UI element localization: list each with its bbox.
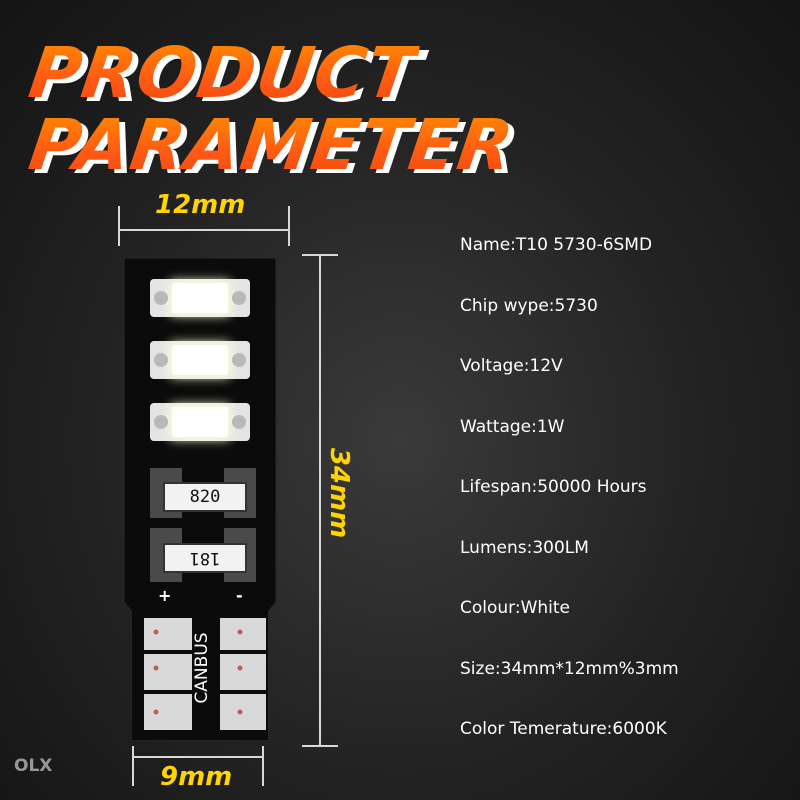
led-3-dot-left <box>154 415 168 429</box>
led-1-dot-left <box>154 291 168 305</box>
dim-height-tick-bottom <box>302 745 338 747</box>
pin-pads-right <box>220 618 266 730</box>
param-color-temperature: Color Temerature:6000K <box>460 719 667 739</box>
olx-watermark: OLX <box>14 756 53 776</box>
title-line2: PARAMETER <box>24 104 519 186</box>
led-2-dot-right <box>232 353 246 367</box>
dim-height-label: 34mm <box>324 447 354 539</box>
led-2 <box>150 341 250 379</box>
canbus-label: CANBUS <box>192 632 212 704</box>
pin-pads-left <box>144 618 192 730</box>
param-name: Name:T10 5730-6SMD <box>460 235 653 255</box>
led-3-dot-right <box>232 415 246 429</box>
dim-bottom-label: 9mm <box>160 762 233 792</box>
led-2-dot-left <box>154 353 168 367</box>
plus-marking: + <box>158 586 172 605</box>
led-1-dot-right <box>232 291 246 305</box>
dim-bottom-line <box>132 756 264 758</box>
led-3 <box>150 403 250 441</box>
param-wattage: Wattage:1W <box>460 416 565 437</box>
dim-top-tick-left <box>118 206 120 246</box>
led-1 <box>150 279 250 317</box>
dim-top-tick-right <box>288 206 290 246</box>
dim-bottom-tick-left <box>132 746 134 786</box>
param-list: Name:T10 5730-6SMD Chip wype:5730 Voltag… <box>460 230 679 775</box>
param-size: Size:34mm*12mm%3mm <box>460 658 679 679</box>
param-lumens: Lumens:300LM <box>460 537 589 558</box>
param-voltage: Voltage:12V <box>460 356 563 376</box>
dim-top-line <box>118 229 290 231</box>
param-colour: Colour:White <box>460 598 571 618</box>
param-lifespan: Lifespan:50000 Hours <box>460 477 647 497</box>
dim-top-label: 12mm <box>155 190 246 220</box>
dim-bottom-tick-right <box>262 746 264 786</box>
param-chip-type: Chip wype:5730 <box>460 295 598 316</box>
dim-height-tick-top <box>302 254 338 256</box>
led-2-chip <box>172 345 228 375</box>
resistor1: 820 <box>163 482 247 512</box>
title-line1: PRODUCT <box>24 32 422 114</box>
dim-height-line <box>319 254 321 747</box>
resistor2: 181 <box>163 543 247 573</box>
led-1-chip <box>172 283 228 313</box>
minus-marking: - <box>236 586 243 605</box>
led-3-chip <box>172 407 228 437</box>
